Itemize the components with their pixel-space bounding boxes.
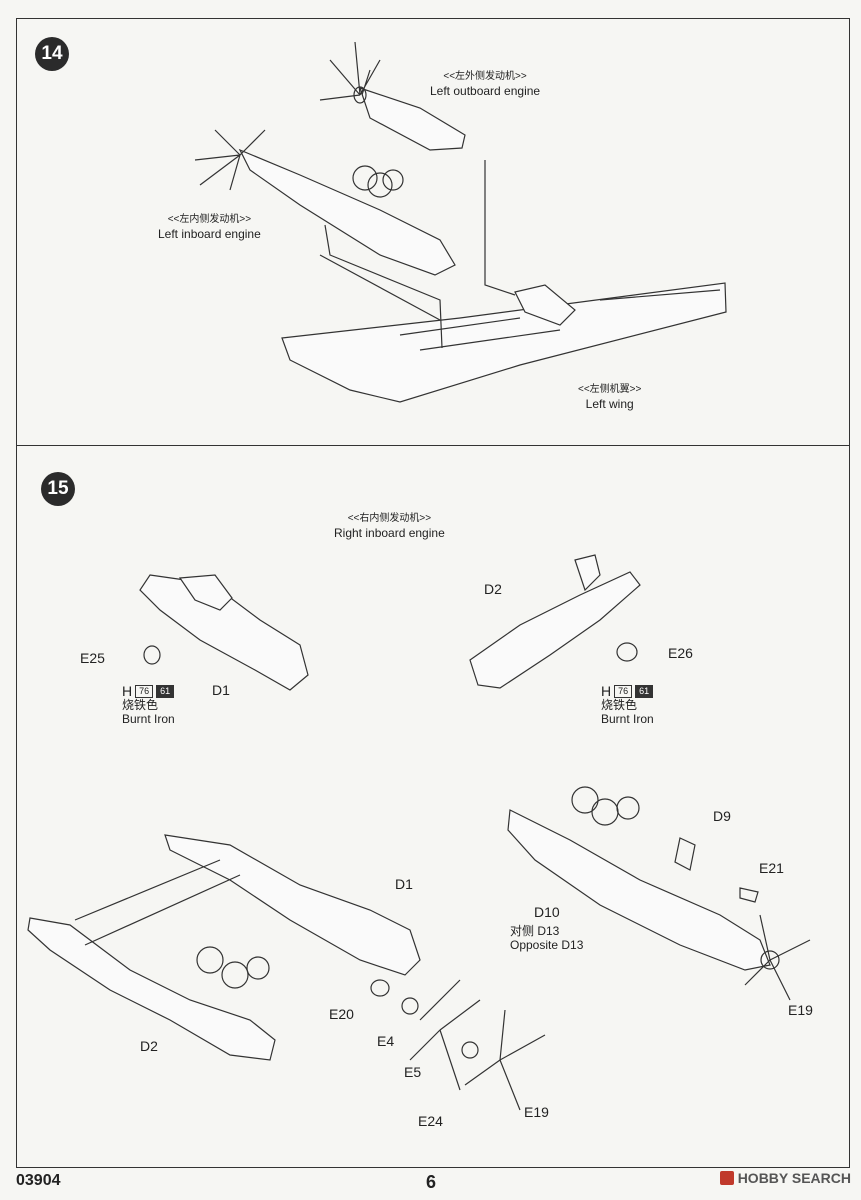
- left-wing-label: <<左侧机翼>> Left wing: [578, 383, 641, 411]
- step-15-panel: 15: [16, 446, 850, 1168]
- step-15-badge: 15: [41, 472, 75, 506]
- left-outboard-engine-drawing: [319, 41, 466, 151]
- left-wing-drawing: [281, 282, 727, 403]
- paint-left-en: Burnt Iron: [122, 712, 175, 726]
- paint-right-code: H: [601, 683, 612, 699]
- left-outboard-engine-cn: <<左外侧发动机>>: [443, 71, 527, 82]
- watermark: HOBBY SEARCH: [719, 1170, 851, 1186]
- part-e19-bottom: E19: [524, 1104, 549, 1120]
- part-d10: D10: [534, 904, 560, 920]
- right-inboard-engine-right-half-drawing: [469, 554, 641, 689]
- part-d9: D9: [713, 808, 731, 824]
- opposite-d13-cn: 对侧 D13: [510, 924, 560, 938]
- right-inboard-engine-left-half-drawing: [139, 574, 309, 691]
- page-number: 6: [426, 1172, 437, 1192]
- left-inboard-engine-en: Left inboard engine: [158, 227, 261, 241]
- paint-callout-right: H 76 61 烧铁色 Burnt Iron: [601, 684, 654, 726]
- right-inboard-engine-cn: <<右内侧发动机>>: [347, 513, 432, 524]
- right-inboard-engine-en: Right inboard engine: [334, 526, 445, 540]
- paint-right-cn: 烧铁色: [601, 698, 638, 712]
- hobby-search-logo-icon: [719, 1171, 734, 1185]
- part-d2-bottom: D2: [140, 1038, 158, 1054]
- part-d1-top: D1: [212, 682, 230, 698]
- left-inboard-engine-cn: <<左内侧发动机>>: [167, 214, 252, 225]
- paint-left-cn: 烧铁色: [122, 698, 159, 712]
- opposite-d13-note: 对侧 D13 Opposite D13: [510, 924, 583, 952]
- part-e20: E20: [329, 1006, 354, 1022]
- engine-assembly-bottom-left-drawing: [27, 834, 546, 1111]
- right-inboard-engine-label: <<右内侧发动机>> Right inboard engine: [334, 512, 445, 540]
- part-e5: E5: [404, 1064, 422, 1080]
- step-14-badge: 14: [35, 37, 69, 71]
- part-d1-bottom: D1: [395, 876, 413, 892]
- paint-left-box1: 76: [135, 684, 154, 698]
- paint-right-en: Burnt Iron: [601, 712, 654, 726]
- left-wing-cn: <<左侧机翼>>: [578, 384, 642, 395]
- engine-assembly-bottom-right-drawing: [507, 786, 811, 1001]
- paint-left-code: H: [122, 683, 133, 699]
- watermark-text: HOBBY SEARCH: [737, 1170, 851, 1186]
- paint-right-box2: 61: [635, 684, 654, 698]
- paint-callout-left: H 76 61 烧铁色 Burnt Iron: [122, 684, 175, 726]
- part-d2-top: D2: [484, 581, 502, 597]
- product-code: 03904: [16, 1172, 61, 1189]
- part-e26: E26: [668, 645, 693, 661]
- left-outboard-engine-label: <<左外侧发动机>> Left outboard engine: [430, 70, 540, 98]
- part-e25: E25: [80, 650, 105, 666]
- step-14-panel: 14: [16, 18, 850, 446]
- left-inboard-engine-drawing: [194, 129, 456, 321]
- part-e24: E24: [418, 1113, 443, 1129]
- left-outboard-engine-en: Left outboard engine: [430, 84, 541, 98]
- opposite-d13-en: Opposite D13: [510, 938, 584, 952]
- part-e21: E21: [759, 860, 784, 876]
- part-e19-right: E19: [788, 1002, 813, 1018]
- part-e4: E4: [377, 1033, 395, 1049]
- paint-left-box2: 61: [156, 684, 175, 698]
- paint-right-box1: 76: [614, 684, 633, 698]
- left-wing-en: Left wing: [585, 397, 634, 411]
- left-inboard-engine-label: <<左内侧发动机>> Left inboard engine: [158, 213, 261, 241]
